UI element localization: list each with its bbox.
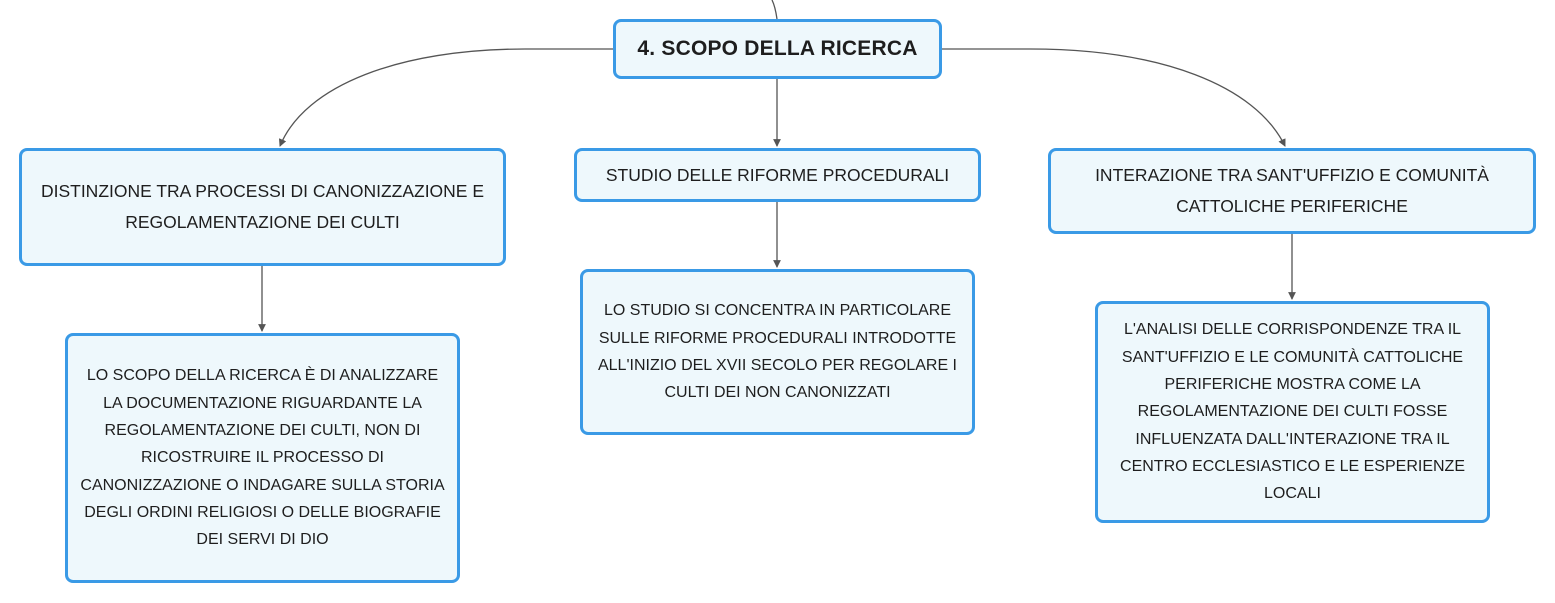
root-node-label: 4. SCOPO DELLA RICERCA [637, 37, 918, 60]
detail-node-distinzione[interactable]: LO SCOPO DELLA RICERCA È DI ANALIZZARE L… [65, 333, 460, 583]
topic-node-label: DISTINZIONE TRA PROCESSI DI CANONIZZAZIO… [40, 181, 485, 232]
topic-node-interazione[interactable]: INTERAZIONE TRA SANT'UFFIZIO E COMUNITÀ … [1048, 148, 1536, 234]
detail-node-interazione[interactable]: L'ANALISI DELLE CORRISPONDENZE TRA IL SA… [1095, 301, 1490, 523]
detail-node-text: LO STUDIO SI CONCENTRA IN PARTICOLARE SU… [597, 302, 957, 402]
detail-node-riforme[interactable]: LO STUDIO SI CONCENTRA IN PARTICOLARE SU… [580, 269, 975, 435]
connector-root-to-topic-3 [942, 48, 1286, 147]
detail-node-text: LO SCOPO DELLA RICERCA È DI ANALIZZARE L… [80, 367, 445, 549]
topic-node-label: STUDIO DELLE RIFORME PROCEDURALI [605, 164, 950, 185]
topic-node-riforme[interactable]: STUDIO DELLE RIFORME PROCEDURALI [574, 148, 981, 202]
detail-node-text: L'ANALISI DELLE CORRISPONDENZE TRA IL SA… [1120, 321, 1465, 503]
connector-root-to-topic-1 [278, 48, 613, 147]
topic-node-label: INTERAZIONE TRA SANT'UFFIZIO E COMUNITÀ … [1095, 165, 1489, 216]
topic-node-distinzione[interactable]: DISTINZIONE TRA PROCESSI DI CANONIZZAZIO… [19, 148, 506, 266]
root-node[interactable]: 4. SCOPO DELLA RICERCA [613, 19, 942, 79]
connector-parent-to-root [771, 0, 778, 20]
